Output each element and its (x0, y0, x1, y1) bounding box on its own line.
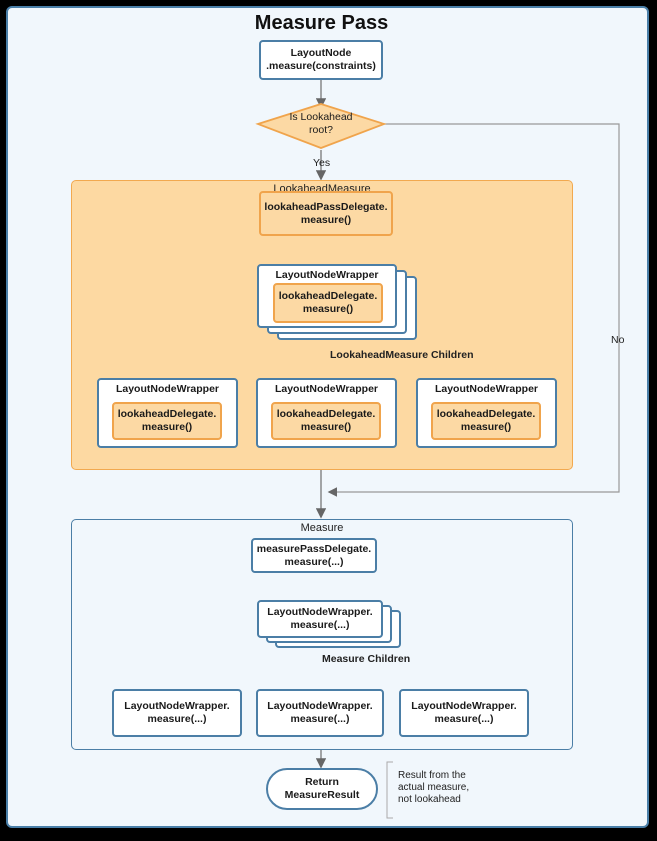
start-node: LayoutNode.measure(constraints) (259, 40, 383, 80)
lookahead-child-3-title: LayoutNodeWrapper (434, 383, 539, 395)
lookahead-child-2-inner-line2: measure() (300, 421, 352, 433)
measure-child-1-line1: LayoutNodeWrapper. (124, 700, 230, 712)
measure-group-label: Measure (300, 522, 344, 534)
annotation-line3: not lookahead (398, 794, 461, 805)
lookahead-wrapper-stack-title: LayoutNodeWrapper (275, 269, 379, 281)
lookahead-child-2-inner-line1: lookaheadDelegate. (276, 408, 376, 420)
lookahead-pass-delegate-line1: lookaheadPassDelegate. (264, 200, 388, 213)
lookahead-child-1-inner: lookaheadDelegate.measure() (112, 402, 222, 440)
measure-children-label: Measure Children (322, 653, 411, 665)
lookahead-wrapper-stack-front: LayoutNodeWrapper lookaheadDelegate.meas… (257, 264, 397, 328)
measure-child-3: LayoutNodeWrapper.measure(...) (399, 689, 529, 737)
measure-child-1: LayoutNodeWrapper.measure(...) (112, 689, 242, 737)
lookahead-child-2: LayoutNodeWrapper lookaheadDelegate.meas… (256, 378, 397, 448)
lookahead-child-2-inner: lookaheadDelegate.measure() (271, 402, 381, 440)
annotation-line2: actual measure, (398, 782, 470, 793)
lookahead-children-label: LookaheadMeasure Children (330, 349, 474, 361)
lookahead-child-1-inner-line1: lookaheadDelegate. (117, 408, 217, 420)
measure-child-3-line1: LayoutNodeWrapper. (411, 700, 517, 712)
lookahead-child-1-title: LayoutNodeWrapper (115, 383, 220, 395)
start-node-line1: LayoutNode (290, 47, 352, 59)
measure-wrapper-stack-line1: LayoutNodeWrapper. (267, 606, 373, 618)
edge-label-yes: Yes (313, 157, 331, 169)
lookahead-child-3: LayoutNodeWrapper lookaheadDelegate.meas… (416, 378, 557, 448)
lookahead-pass-delegate-line2: measure() (300, 213, 352, 226)
lookahead-child-3-inner-line2: measure() (460, 421, 512, 433)
lookahead-child-1-inner-line2: measure() (141, 421, 193, 433)
measure-child-2-line2: measure(...) (290, 713, 350, 725)
measure-child-1-line2: measure(...) (147, 713, 207, 725)
decision-line1: Is Lookahead (289, 111, 353, 123)
annotation-line1: Result from the (398, 770, 466, 781)
end-node-line1: Return (305, 776, 339, 788)
measure-child-2-line1: LayoutNodeWrapper. (267, 700, 373, 712)
lookahead-child-3-inner-line1: lookaheadDelegate. (436, 408, 536, 420)
lookahead-child-2-title: LayoutNodeWrapper (274, 383, 379, 395)
lookahead-wrapper-stack-inner-line1: lookaheadDelegate. (278, 290, 378, 302)
start-node-line2: .measure(constraints) (266, 60, 376, 72)
lookahead-pass-delegate-node: lookaheadPassDelegate.measure() (259, 191, 393, 236)
diagram-title: Measure Pass (254, 12, 389, 34)
lookahead-wrapper-stack-inner: lookaheadDelegate.measure() (273, 283, 383, 323)
annotation-bracket (386, 761, 393, 819)
measure-wrapper-stack-line2: measure(...) (290, 619, 350, 631)
measure-child-3-line2: measure(...) (434, 713, 494, 725)
measure-child-2: LayoutNodeWrapper.measure(...) (256, 689, 384, 737)
edge-no (327, 123, 620, 497)
measure-pass-delegate-line2: measure(...) (284, 555, 344, 568)
edge-label-no: No (611, 334, 625, 346)
lookahead-wrapper-stack-inner-line2: measure() (302, 303, 354, 315)
measure-pass-delegate-line1: measurePassDelegate. (256, 542, 372, 555)
result-annotation: Result from the actual measure, not look… (398, 770, 469, 806)
measure-pass-delegate-node: measurePassDelegate.measure(...) (251, 538, 377, 573)
lookahead-child-1: LayoutNodeWrapper lookaheadDelegate.meas… (97, 378, 238, 448)
end-node-line2: MeasureResult (284, 789, 360, 801)
lookahead-child-3-inner: lookaheadDelegate.measure() (431, 402, 541, 440)
measure-wrapper-stack-front: LayoutNodeWrapper.measure(...) (257, 600, 383, 638)
decision-line2: root? (309, 124, 333, 136)
decision-diamond (255, 103, 387, 149)
